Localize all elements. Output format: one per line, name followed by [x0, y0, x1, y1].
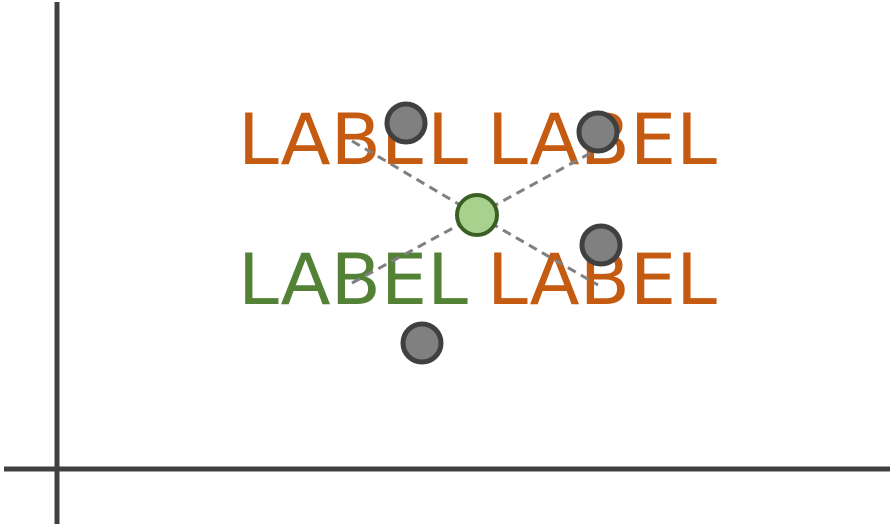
point-top-right — [576, 110, 620, 154]
connector-bottom-left — [351, 213, 478, 285]
connector-top-right — [476, 147, 599, 217]
label-bottom-left: LABEL — [238, 239, 468, 321]
point-bottom-right — [579, 223, 623, 267]
point-bottom — [400, 321, 444, 365]
center-point — [455, 193, 499, 237]
point-top-left — [384, 101, 428, 145]
connector-bottom-right — [476, 213, 599, 287]
connector-top-left — [351, 139, 478, 217]
